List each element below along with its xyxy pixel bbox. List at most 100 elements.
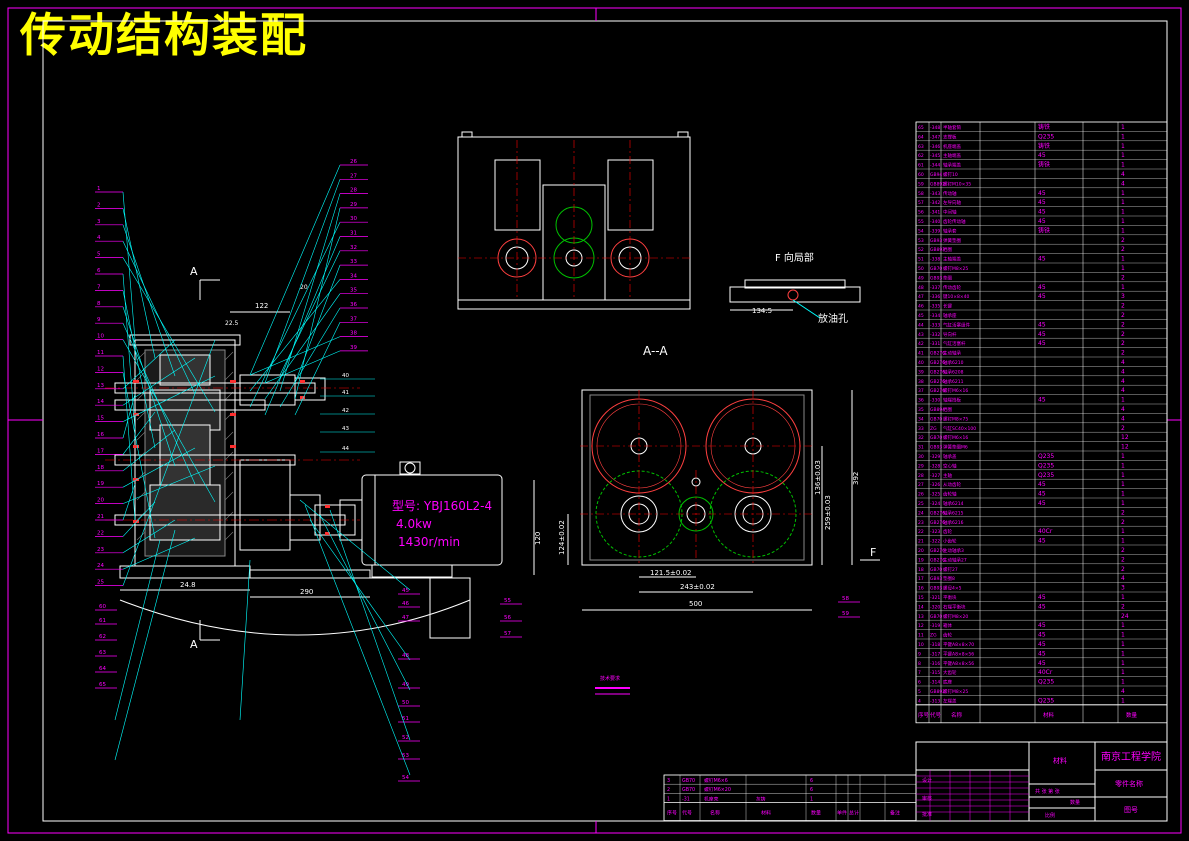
dim-20: 20 — [300, 284, 308, 291]
bom-seq: 14 — [918, 604, 924, 610]
bom-seq: 9 — [918, 651, 921, 657]
bom-qty: 1 — [1121, 462, 1125, 469]
bom-seq: 36 — [918, 398, 924, 404]
bom-name: 气缸活塞杆 — [943, 340, 966, 347]
bom-name: 左导向轴 — [943, 199, 961, 206]
bom-name: 主动轴承 — [943, 350, 961, 357]
bom-code: GB276 — [930, 369, 945, 375]
section-mark-bottom: A — [190, 638, 198, 651]
bom-code: -332 — [930, 332, 940, 338]
bom-name: 螺钉M8×25 — [943, 688, 968, 695]
bom-qty: 1 — [1121, 679, 1125, 686]
top-view — [457, 131, 691, 310]
bom-qty: 2 — [1121, 350, 1125, 357]
leader-label: 6 — [97, 268, 101, 274]
bom-qty: 2 — [1121, 509, 1125, 516]
leader-label: 59 — [842, 611, 849, 617]
bom-seq: 7 — [918, 670, 921, 676]
motor-block: 型号: YBJ160L2-4 4.0kw 1430r/min — [339, 461, 503, 639]
leader-label: 37 — [350, 316, 357, 322]
leader-label: 20 — [97, 498, 104, 504]
bom-small-header: 名称 — [710, 810, 720, 817]
bom-material: 45 — [1038, 491, 1046, 498]
bom-code: -331 — [930, 341, 940, 347]
bom-seq: 22 — [918, 529, 924, 535]
bom-qty: 2 — [1121, 331, 1125, 338]
leader-label: 33 — [350, 259, 357, 265]
leader-label: 7 — [97, 284, 101, 290]
bom-code: -322 — [930, 539, 940, 545]
bom-small-header: 总计 — [849, 810, 859, 817]
leader-label: 39 — [350, 345, 357, 351]
bom-code: GB893 — [930, 247, 945, 253]
bom-seq: 55 — [918, 219, 924, 225]
bom-code: -319 — [930, 623, 940, 629]
bom-material: 45 — [1038, 209, 1046, 216]
bom-qty: 1 — [1121, 500, 1125, 507]
bom-seq: 37 — [918, 388, 924, 394]
bom-name: 轴端挡板 — [943, 397, 961, 404]
leader-label: 44 — [342, 446, 349, 452]
bom-seq: 13 — [918, 614, 924, 620]
bom-code: ZG — [930, 633, 937, 639]
bom-material: 铸铁 — [1038, 226, 1050, 234]
bom-seq: 15 — [918, 595, 924, 601]
dim-500: 500 — [689, 600, 702, 608]
drain-label: 放油孔 — [818, 312, 848, 325]
side-assembly-view: A A 24.8 290 122 22.5 20 120 — [105, 265, 542, 651]
bom-seq: 24 — [918, 510, 924, 516]
leader-label: 22 — [97, 530, 104, 536]
bom-seq: 60 — [918, 172, 924, 178]
bom-name: 平键A8×8×56 — [943, 650, 974, 657]
bom-code: -335 — [930, 304, 940, 310]
bom-code: ZG — [930, 426, 937, 432]
bom-seq: 28 — [918, 473, 924, 479]
bom-qty: 1 — [1121, 491, 1125, 498]
bom-qty: 1 — [1121, 209, 1125, 216]
bom-seq: 32 — [918, 435, 924, 441]
bom-qty: 1 — [1121, 218, 1125, 225]
bom-seq: 57 — [918, 200, 924, 206]
leader-label: 28 — [350, 188, 357, 194]
f-local-view: F 向局部 134.5 放油孔 — [729, 251, 861, 325]
bom-seq: 51 — [918, 257, 924, 263]
bom-seq: 47 — [918, 294, 924, 300]
bom-qty: 1 — [1121, 528, 1125, 535]
bom-code: -321 — [930, 595, 940, 601]
bom-small-cell: 6 — [810, 787, 813, 793]
bom-qty: 12 — [1121, 434, 1129, 441]
bom-seq: 45 — [918, 313, 924, 319]
bom-seq: 25 — [918, 501, 924, 507]
bom-qty: 1 — [1121, 265, 1125, 272]
bom-material: 45 — [1038, 340, 1046, 347]
bom-header: 材料 — [1043, 711, 1055, 719]
bom-seq: 18 — [918, 567, 924, 573]
bom-qty: 1 — [1121, 397, 1125, 404]
bom-qty: 1 — [1121, 481, 1125, 488]
bom-qty: 2 — [1121, 603, 1125, 610]
bom-code: GB70 — [930, 416, 942, 422]
bom-name: 轴承套 — [943, 227, 957, 234]
bom-code: GB70 — [930, 614, 942, 620]
bom-name: 垫圈 — [943, 274, 952, 281]
bom-qty: 1 — [1121, 641, 1125, 648]
bom-code: -330 — [930, 398, 940, 404]
bom-qty: 3 — [1121, 293, 1125, 300]
bom-name: 半轴套筒 — [943, 124, 961, 131]
bom-code: -317 — [930, 651, 940, 657]
bom-seq: 26 — [918, 492, 924, 498]
dim-134-5: 134.5 — [752, 307, 772, 315]
bom-name: 螺钉M8×20 — [943, 613, 968, 620]
bom-code: -348 — [930, 125, 940, 131]
bom-name: 左端盖 — [943, 697, 957, 704]
bom-material: 45 — [1038, 397, 1046, 404]
bom-small-cell: GB70 — [682, 787, 695, 793]
bom-small-cell: 6 — [810, 778, 813, 784]
dim-290: 290 — [300, 588, 313, 596]
leader-label: 41 — [342, 390, 349, 396]
bom-code: -334 — [930, 313, 940, 319]
section-mark-top: A — [190, 265, 198, 278]
bom-material: 45 — [1038, 650, 1046, 657]
